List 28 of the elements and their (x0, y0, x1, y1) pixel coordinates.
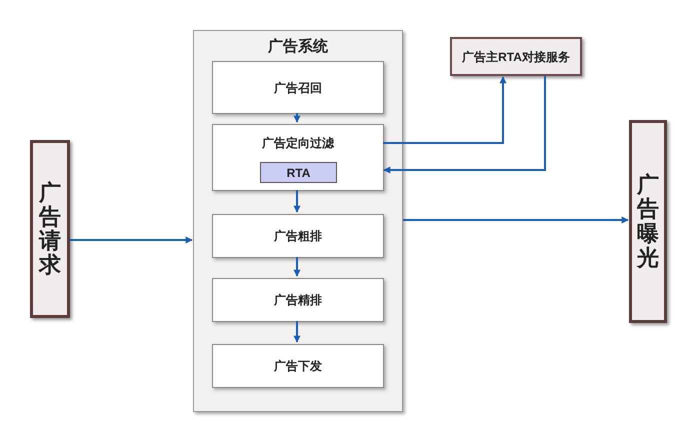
node-label: 广告召回 (274, 80, 322, 96)
arrow (383, 76, 546, 174)
process-box (212, 61, 384, 114)
side-box (30, 140, 70, 318)
arrow (383, 76, 506, 144)
process-box (212, 344, 384, 388)
process-box (212, 214, 384, 258)
arrow (294, 257, 300, 277)
node-label: 广告主RTA对接服务 (462, 48, 570, 66)
side-box (629, 120, 667, 323)
process-box (212, 278, 384, 322)
node-label: 广告精排 (274, 292, 322, 309)
system-panel (193, 30, 403, 412)
arrow (294, 190, 300, 213)
node-label: RTA (286, 164, 310, 182)
node-label: 广告系统 (268, 37, 328, 57)
vertical-label: 广告曝光 (637, 173, 659, 270)
arrow (403, 216, 629, 224)
node-label: 广告下发 (274, 358, 322, 375)
vertical-label: 广告请求 (39, 180, 61, 278)
node-label: 广告定向过滤 (262, 135, 334, 152)
node-label: 广告粗排 (274, 228, 322, 245)
arrow (294, 113, 300, 123)
rta-box (260, 162, 337, 183)
arrow (70, 236, 193, 244)
arrow (294, 321, 300, 343)
process-box (212, 124, 384, 191)
service-box (450, 37, 582, 76)
